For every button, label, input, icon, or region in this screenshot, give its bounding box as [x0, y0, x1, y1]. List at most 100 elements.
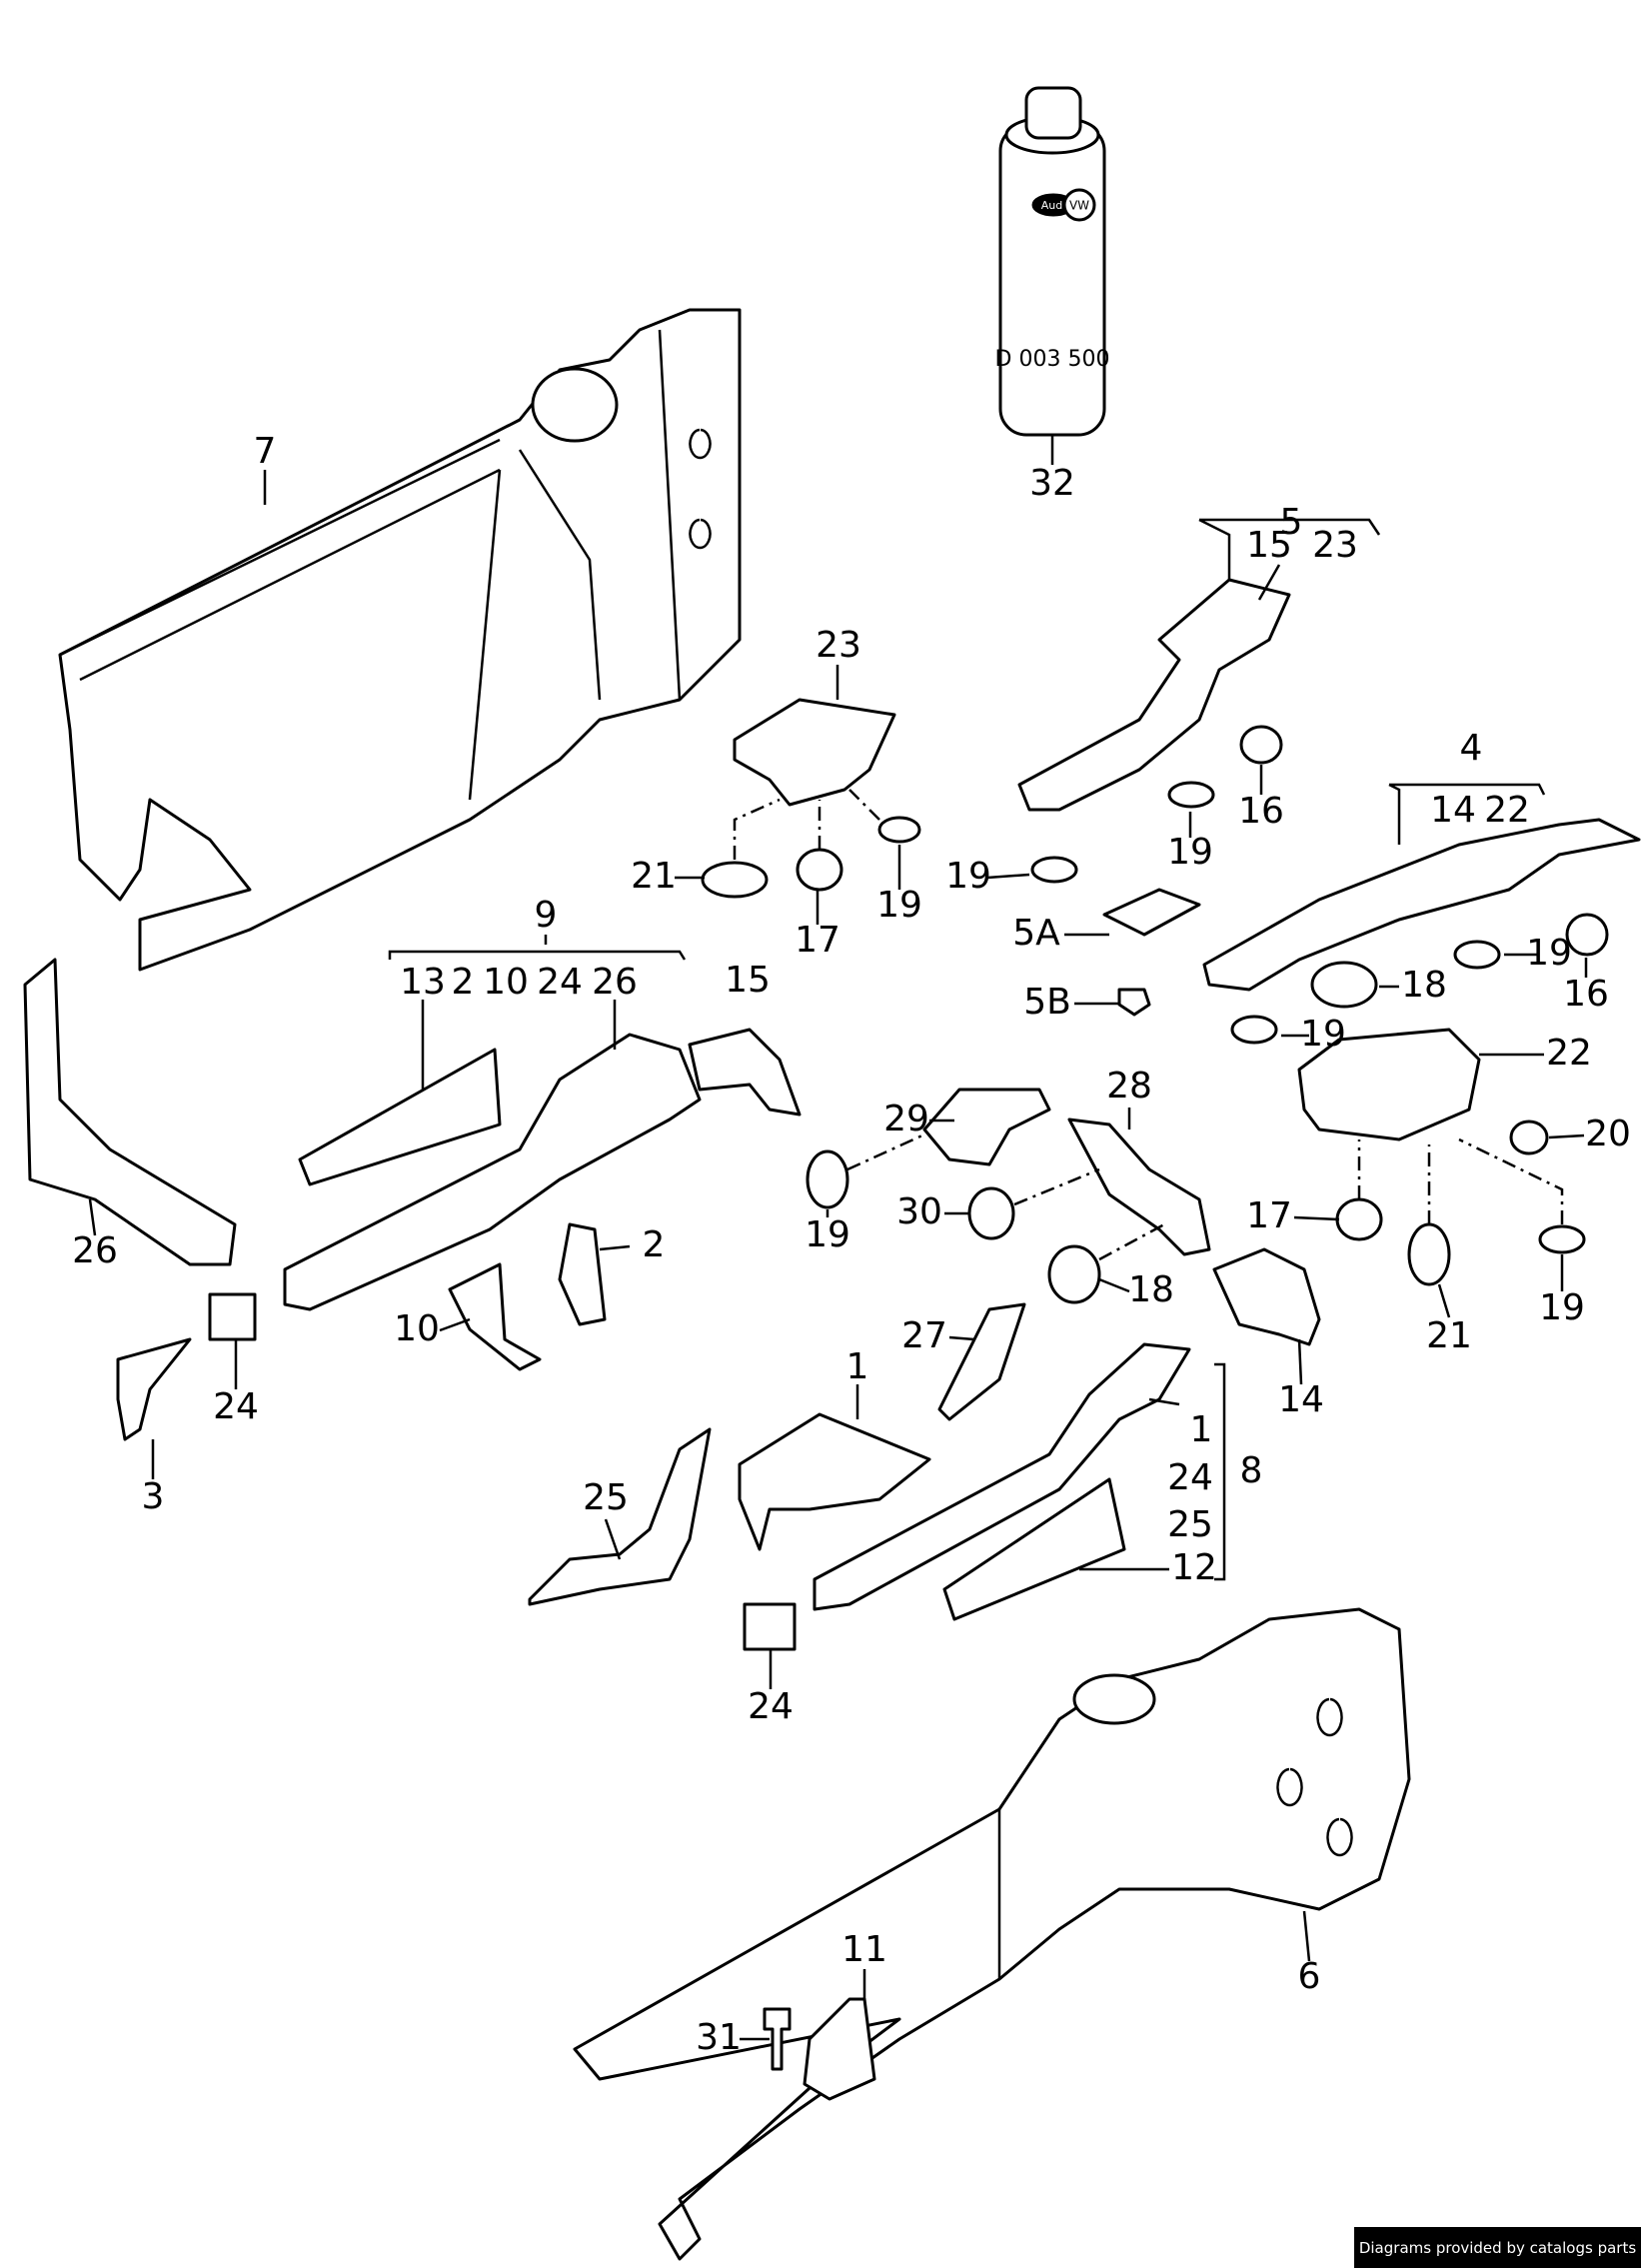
callout-5B: 5B: [1023, 982, 1071, 1023]
bracket-part-25: [528, 1427, 712, 1606]
plug-17: [1335, 1197, 1383, 1241]
leader-lines: [88, 470, 1588, 2041]
callout-12: 12: [1171, 1547, 1217, 1588]
bracket-part-3: [116, 1337, 192, 1441]
callout-19: 19: [945, 856, 991, 897]
callout-19: 19: [805, 1214, 850, 1255]
plug-21: [701, 861, 769, 899]
callout-labels: 32 5 15 23 7 23 4 14 22 16 19 21 19 17 1…: [72, 431, 1631, 2058]
bracket-part-23: [733, 698, 896, 807]
callout-20: 20: [1585, 1114, 1631, 1154]
credit-banner: Diagrams provided by catalogs parts: [1354, 2227, 1641, 2268]
callout-25: 25: [1167, 1504, 1213, 1545]
nut-5B: [1117, 988, 1151, 1017]
bracket-part-27: [937, 1302, 1026, 1421]
callout-8: 8: [1240, 1450, 1263, 1491]
callout-32: 32: [1029, 463, 1075, 504]
plug-17: [796, 848, 843, 892]
plug-19: [1167, 781, 1215, 809]
plate-5A: [1102, 888, 1201, 937]
plug-21: [1407, 1222, 1451, 1286]
callout-28: 28: [1106, 1066, 1152, 1107]
callout-31: 31: [696, 2017, 742, 2058]
callout-10: 10: [394, 1308, 440, 1349]
callout-26: 26: [592, 962, 638, 1003]
side-frame-part-6: [573, 1607, 1411, 2261]
callout-29: 29: [883, 1099, 929, 1139]
callout-24: 24: [748, 1686, 794, 1727]
callout-7: 7: [254, 431, 277, 472]
callout-19: 19: [1300, 1014, 1346, 1055]
bracket-part-10: [448, 1262, 542, 1371]
plug-19: [877, 816, 921, 844]
callout-21: 21: [631, 856, 677, 897]
plug-18: [1310, 961, 1378, 1009]
grommet-30: [967, 1186, 1015, 1240]
callout-30: 30: [896, 1191, 942, 1232]
bracket-part-2: [558, 1222, 607, 1326]
callout-4: 4: [1460, 728, 1483, 769]
rail-part-8: [813, 1342, 1191, 1611]
callout-1: 1: [846, 1346, 869, 1387]
callout-5: 5: [1280, 502, 1303, 543]
bracket-part-22: [1297, 1028, 1481, 1141]
callout-11: 11: [841, 1929, 887, 1970]
callout-18: 18: [1128, 1269, 1174, 1310]
block-part-24: [208, 1292, 257, 1341]
front-frame-part-7: [58, 308, 742, 972]
rail-part-4: [1202, 818, 1641, 992]
callout-14: 14: [1278, 1379, 1324, 1420]
plug-20: [1509, 1120, 1549, 1155]
callout-24: 24: [213, 1386, 259, 1427]
callout-19: 19: [1526, 933, 1572, 974]
grommet-18: [1047, 1244, 1101, 1304]
plate-part-13: [298, 1048, 502, 1186]
audi-logo: Audi: [1041, 199, 1066, 212]
callout-24: 24: [1167, 1457, 1213, 1498]
callout-14: 14: [1430, 790, 1476, 831]
callout-13: 13: [400, 962, 446, 1003]
plug-16: [1565, 913, 1609, 957]
callout-15: 15: [1246, 525, 1292, 566]
callout-23: 23: [1312, 525, 1358, 566]
callout-27: 27: [901, 1315, 947, 1356]
callout-15: 15: [725, 960, 771, 1001]
bracket-part-1: [738, 1412, 931, 1551]
callout-25: 25: [583, 1477, 629, 1518]
callout-18: 18: [1401, 965, 1447, 1006]
plug-19: [1230, 1015, 1278, 1045]
bracket-part-14: [1212, 1247, 1321, 1346]
callout-19: 19: [876, 885, 922, 926]
rail-part-9: [283, 1033, 702, 1311]
callout-16: 16: [1238, 791, 1284, 832]
bracket-part-28: [1067, 1118, 1211, 1256]
rail-part-5: [1017, 578, 1291, 812]
can-part-code: D 003 500: [995, 347, 1110, 372]
vw-logo: VW: [1069, 199, 1089, 213]
callout-6: 6: [1298, 1956, 1321, 1997]
callout-24: 24: [537, 962, 583, 1003]
callout-23: 23: [816, 625, 861, 666]
callout-9: 9: [535, 895, 558, 936]
spray-can-part: Audi VW D 003 500: [995, 86, 1110, 465]
callout-19: 19: [1539, 1287, 1585, 1328]
callout-22: 22: [1546, 1033, 1592, 1074]
bracket-part-29: [922, 1088, 1051, 1166]
rail-part-26: [23, 958, 237, 1266]
bracket-part-15: [688, 1028, 802, 1117]
callout-10: 10: [483, 962, 529, 1003]
bracket-part-11: [803, 1997, 876, 2101]
callout-2: 2: [643, 1224, 666, 1265]
callout-26: 26: [72, 1230, 118, 1271]
grommet-19: [806, 1149, 849, 1209]
block-part-24: [743, 1602, 797, 1651]
plate-part-12: [942, 1477, 1126, 1621]
callout-17: 17: [1246, 1195, 1292, 1236]
callout-5A: 5A: [1012, 913, 1060, 954]
callout-16: 16: [1563, 974, 1609, 1015]
plug-19: [1030, 856, 1078, 884]
callout-19: 19: [1167, 832, 1213, 873]
callout-2: 2: [452, 962, 475, 1003]
plug-16: [1239, 725, 1283, 765]
